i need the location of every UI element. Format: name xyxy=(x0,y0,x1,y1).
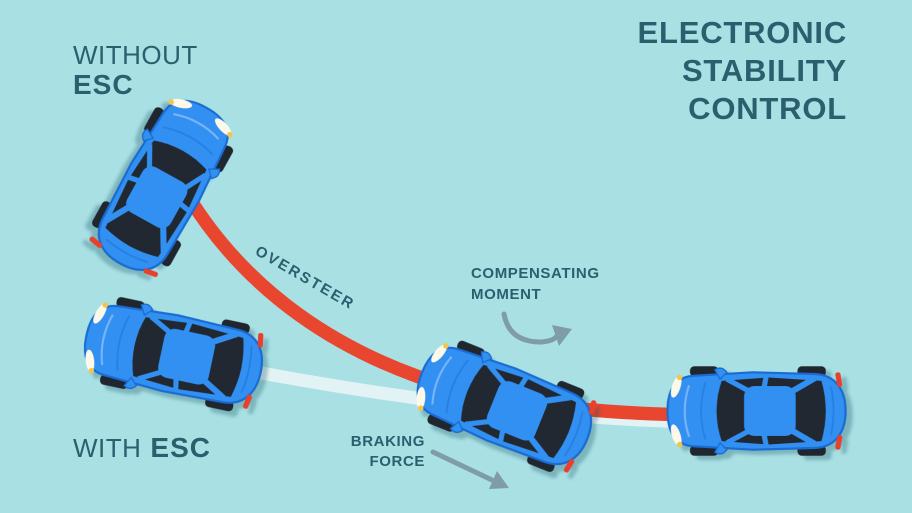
with-esc-word: ESC xyxy=(150,432,211,463)
car-with-esc-final xyxy=(77,292,270,416)
braking-force-arrow xyxy=(430,449,509,489)
braking-force-label: BRAKING FORCE xyxy=(350,433,425,470)
without-esc-label: WITHOUT ESC xyxy=(73,40,198,100)
without-esc-word: ESC xyxy=(73,69,134,100)
page-title: ELECTRONIC STABILITY CONTROL xyxy=(637,15,847,126)
car-without-esc-spinning xyxy=(81,86,246,285)
car-braking-mid xyxy=(405,331,604,481)
with-word: WITH xyxy=(73,433,142,463)
compensating-moment-arrow xyxy=(501,311,572,346)
arrowhead xyxy=(489,471,509,489)
without-word: WITHOUT xyxy=(73,40,198,70)
with-esc-label: WITH ESC xyxy=(73,432,211,464)
car-initial-straight xyxy=(668,366,846,455)
compensating-moment-label: COMPENSATING MOMENT xyxy=(471,265,600,303)
arrowhead xyxy=(552,325,572,346)
